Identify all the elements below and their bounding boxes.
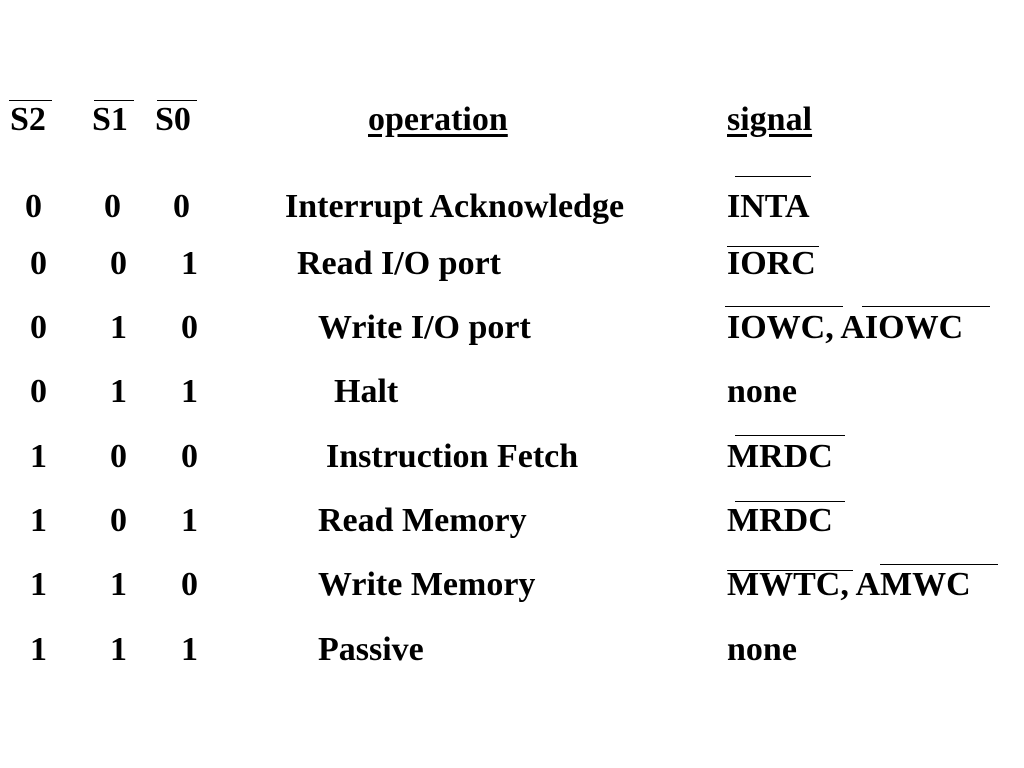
row-8-s1: 1 [110, 631, 127, 668]
row-2-s2: 0 [30, 245, 47, 282]
row-8-operation: Passive [318, 631, 424, 668]
row-7-signal: MWTC, AMWC [727, 566, 971, 603]
row-1-s1: 0 [104, 188, 121, 225]
row-3-signal: IOWC, AIOWC [727, 309, 964, 346]
row-4-operation: Halt [334, 373, 399, 410]
row-3-s0: 0 [181, 309, 198, 346]
overbar-inta [735, 176, 811, 177]
row-6-operation: Read Memory [318, 502, 527, 539]
row-3-s2: 0 [30, 309, 47, 346]
row-4-signal: none [727, 373, 797, 410]
row-3-operation: Write I/O port [318, 309, 531, 346]
row-6-s1: 0 [110, 502, 127, 539]
row-1-signal: INTA [727, 188, 810, 225]
overbar-mrdc-read [735, 501, 845, 502]
row-6-s2: 1 [30, 502, 47, 539]
row-8-s2: 1 [30, 631, 47, 668]
overbar-amwc [880, 564, 998, 565]
row-1-s2: 0 [25, 188, 42, 225]
row-4-s2: 0 [30, 373, 47, 410]
row-1-operation: Interrupt Acknowledge [285, 188, 625, 225]
row-6-signal: MRDC [727, 502, 833, 539]
header-signal: signal [727, 101, 813, 138]
overbar-s1 [94, 100, 134, 101]
overbar-iowc [725, 306, 843, 307]
row-5-operation: Instruction Fetch [326, 438, 579, 475]
row-2-s1: 0 [110, 245, 127, 282]
header-operation: operation [368, 101, 508, 138]
header-s0: S0 [155, 101, 191, 138]
row-7-operation: Write Memory [318, 566, 536, 603]
row-8-signal: none [727, 631, 797, 668]
row-5-s2: 1 [30, 438, 47, 475]
row-6-s0: 1 [181, 502, 198, 539]
row-2-s0: 1 [181, 245, 198, 282]
overbar-mwtc [727, 570, 853, 571]
overbar-aiowc [862, 306, 990, 307]
overbar-s2 [9, 100, 52, 101]
row-7-s1: 1 [110, 566, 127, 603]
header-s2: S2 [10, 101, 46, 138]
row-2-operation: Read I/O port [297, 245, 501, 282]
row-7-s2: 1 [30, 566, 47, 603]
row-4-s0: 1 [181, 373, 198, 410]
row-4-s1: 1 [110, 373, 127, 410]
overbar-iorc [727, 246, 819, 247]
overbar-mrdc-fetch [735, 435, 845, 436]
row-5-s0: 0 [181, 438, 198, 475]
header-s1: S1 [92, 101, 128, 138]
row-7-s0: 0 [181, 566, 198, 603]
row-2-signal: IORC [727, 245, 816, 282]
row-1-s0: 0 [173, 188, 190, 225]
row-5-s1: 0 [110, 438, 127, 475]
row-5-signal: MRDC [727, 438, 833, 475]
overbar-s0 [157, 100, 197, 101]
row-3-s1: 1 [110, 309, 127, 346]
row-8-s0: 1 [181, 631, 198, 668]
